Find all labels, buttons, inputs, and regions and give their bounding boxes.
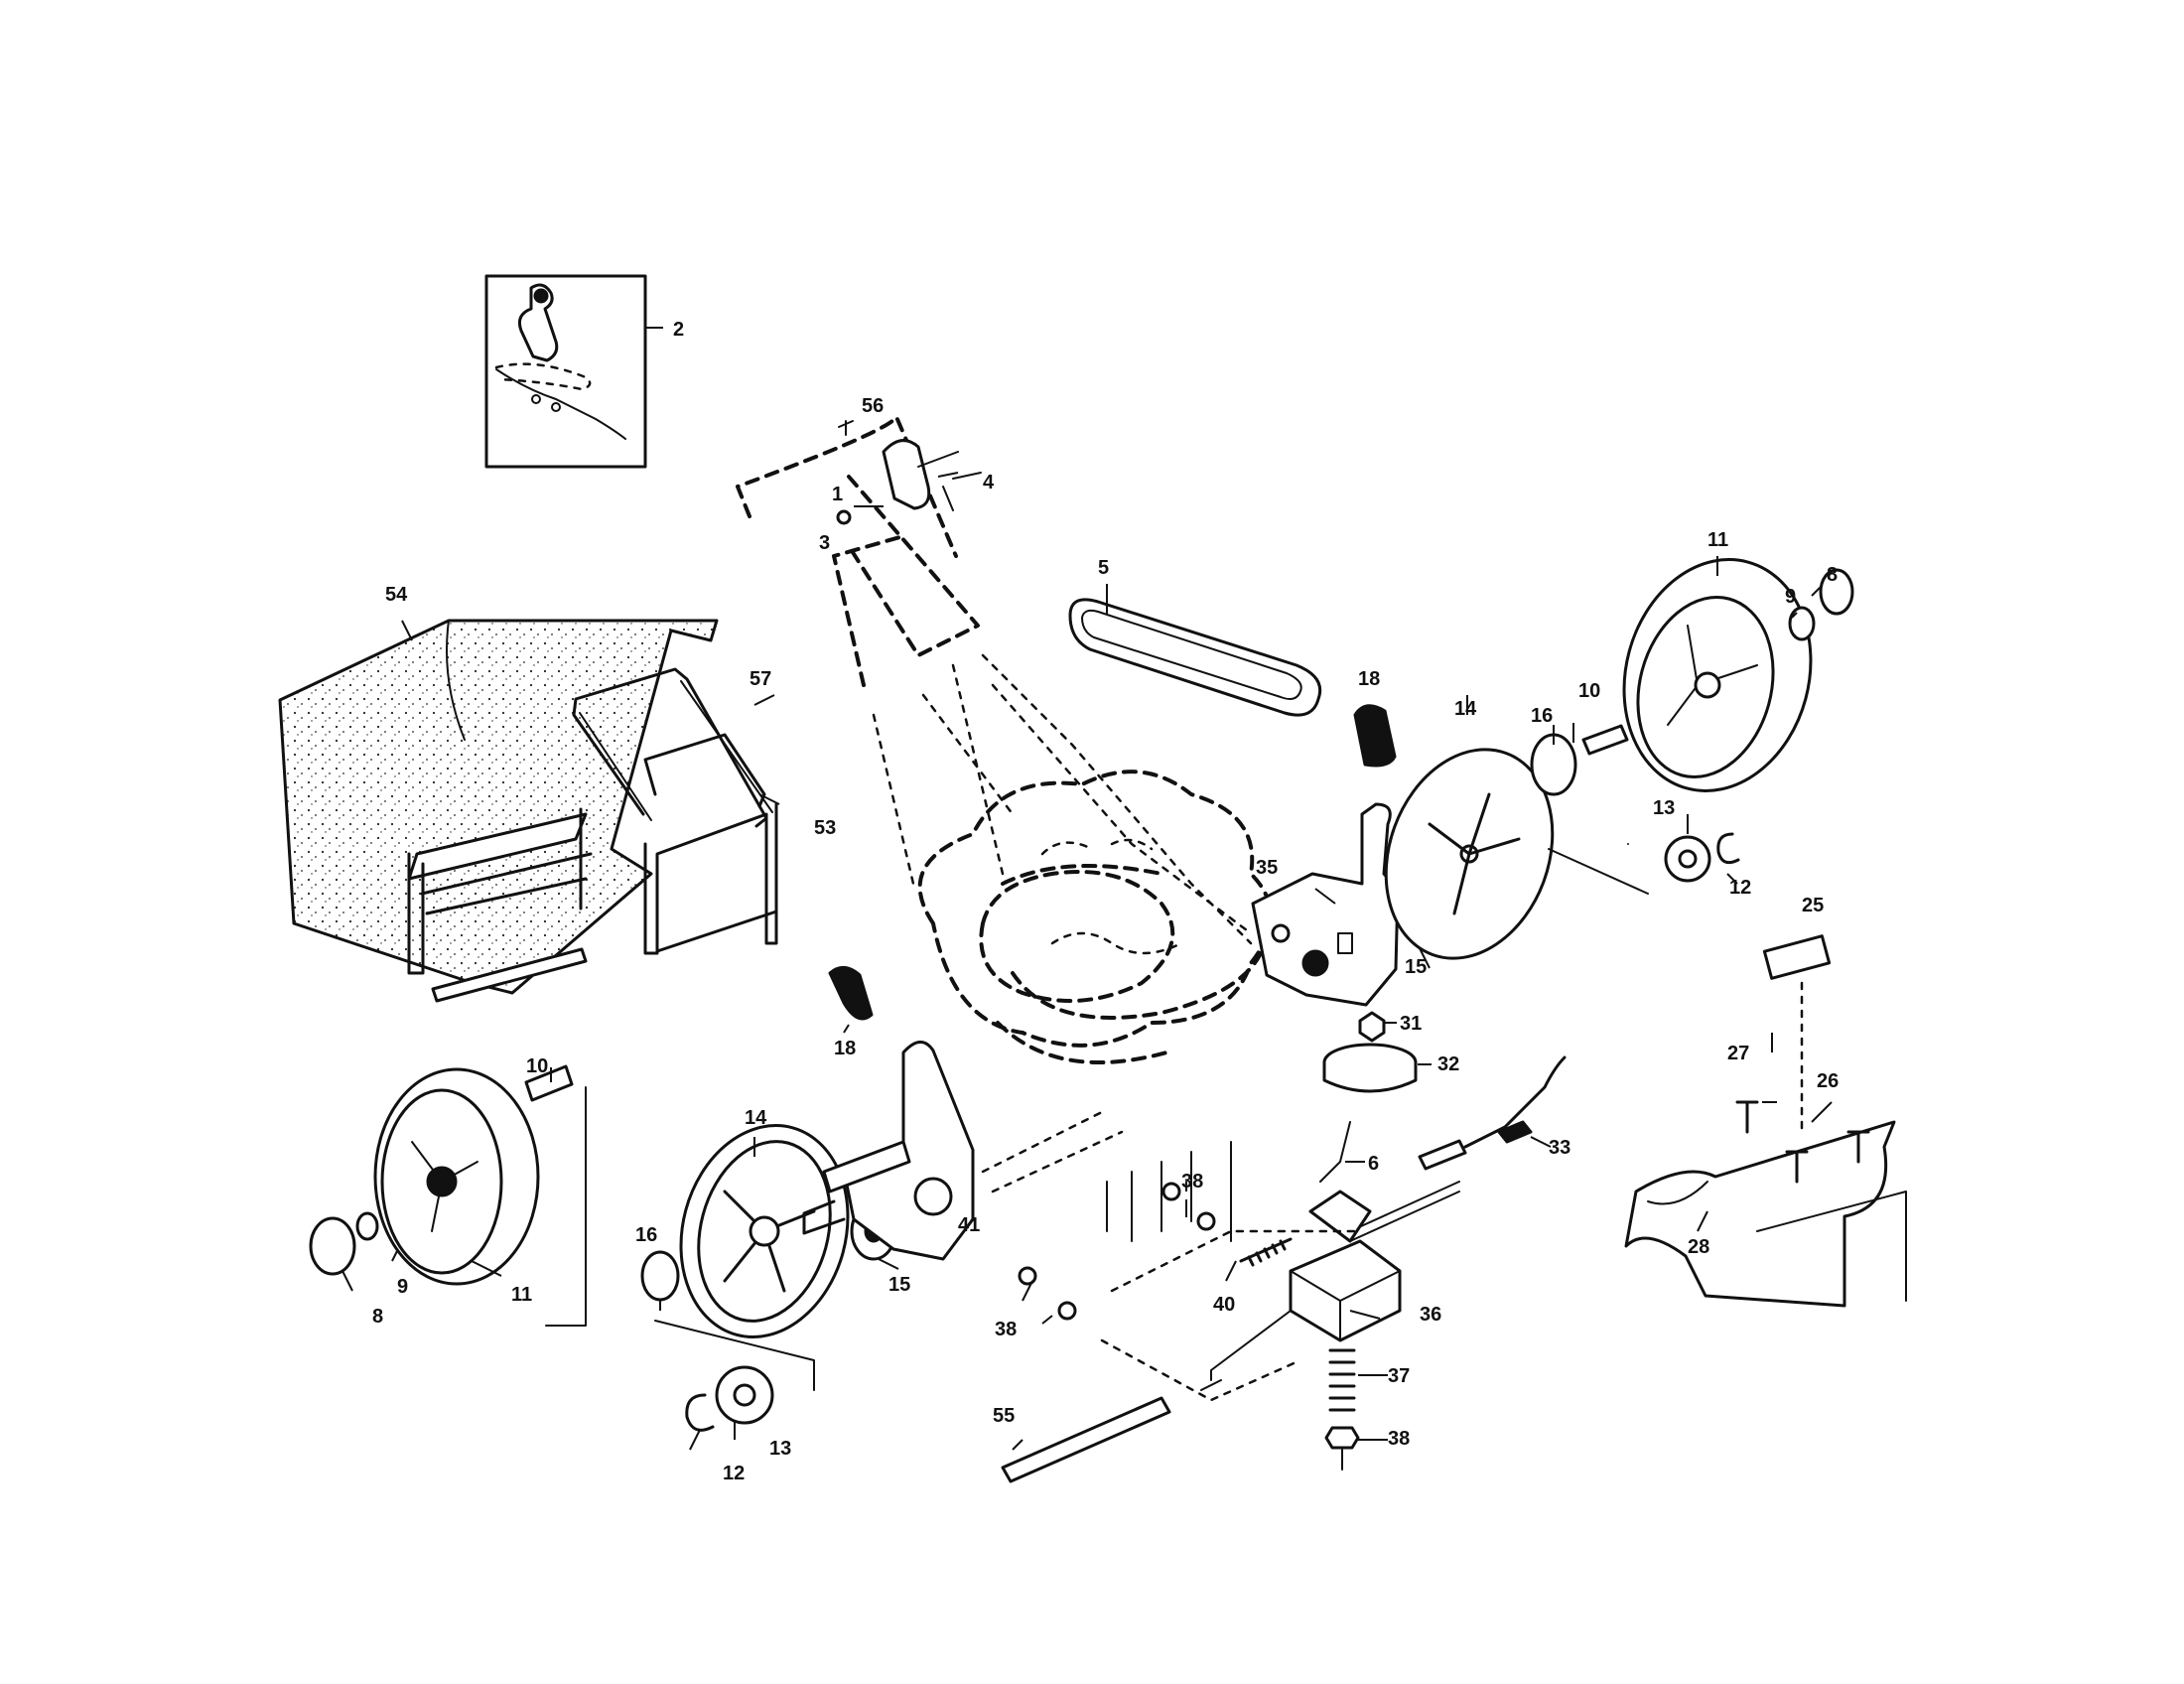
part-5-drive-belt — [1068, 598, 1322, 717]
callout-12-right: 12 — [1729, 877, 1751, 899]
part-55-rear-axle — [1001, 1396, 1171, 1483]
callout-3: 3 — [819, 532, 830, 554]
callout-11-left: 11 — [511, 1284, 532, 1306]
callout-15-left: 15 — [888, 1274, 910, 1296]
part-6-screw — [1319, 1121, 1351, 1183]
part-27-screw — [1735, 1100, 1759, 1134]
part-12-clip-right — [1716, 832, 1740, 865]
part-38-nut-bottom — [1324, 1426, 1360, 1450]
part-8-cap-right — [1819, 568, 1854, 616]
callout-31: 31 — [1400, 1013, 1422, 1035]
part-32-pulley — [1322, 1043, 1418, 1093]
callout-33: 33 — [1549, 1137, 1570, 1159]
part-13-pinion-left — [715, 1365, 774, 1425]
part-4-screw-icon — [952, 472, 982, 480]
callout-38-center: 38 — [1181, 1171, 1203, 1193]
callout-28: 28 — [1688, 1236, 1709, 1258]
callout-6: 6 — [1368, 1153, 1379, 1175]
callout-1: 1 — [832, 484, 843, 505]
callout-41: 41 — [958, 1214, 980, 1236]
part-41-gear-case-left — [802, 1041, 1124, 1261]
part-53-bag-frame-lower — [643, 733, 778, 955]
part-11-wheel-left — [373, 1067, 540, 1286]
part-16-hubcap-left — [640, 1250, 680, 1302]
part-37-spring — [1328, 1348, 1356, 1412]
handle-assembly-dashed — [736, 415, 1253, 945]
callout-38-bottom: 38 — [1388, 1428, 1410, 1450]
callout-4: 4 — [983, 472, 995, 493]
part-33-cable — [1418, 1055, 1567, 1171]
part-38-nut-left — [1018, 1266, 1077, 1321]
callout-26: 26 — [1817, 1070, 1839, 1092]
part-26-screws — [1785, 1130, 1870, 1184]
callout-16-right: 16 — [1531, 705, 1553, 727]
part-8-cap-left — [309, 1216, 356, 1276]
part-28-discharge-chute — [1624, 1120, 1907, 1308]
leader-lines — [341, 327, 1833, 1451]
callout-40: 40 — [1213, 1294, 1235, 1316]
part-9-nut-left — [355, 1211, 379, 1241]
part-10-bushing-right — [1581, 724, 1629, 756]
part-3-nut-icon — [836, 509, 852, 525]
callout-25: 25 — [1802, 895, 1824, 916]
callout-36: 36 — [1420, 1304, 1441, 1326]
callout-18-left: 18 — [834, 1038, 856, 1059]
callout-35: 35 — [1256, 857, 1278, 879]
part-2-control-kit-inset — [484, 274, 647, 469]
callout-13-left: 13 — [769, 1438, 791, 1460]
part-11-wheel-right — [1622, 558, 1813, 792]
callout-10-right: 10 — [1578, 680, 1600, 702]
callout-37: 37 — [1388, 1365, 1410, 1387]
callout-57: 57 — [750, 668, 771, 690]
callout-38-left: 38 — [995, 1319, 1017, 1340]
part-18-grip-right — [1353, 704, 1397, 768]
callout-5: 5 — [1098, 557, 1109, 579]
callout-11-right: 11 — [1707, 529, 1728, 551]
callout-27: 27 — [1727, 1043, 1749, 1064]
part-14-wheel-disc-right — [1384, 748, 1555, 960]
callout-56: 56 — [862, 395, 884, 417]
callout-32: 32 — [1437, 1053, 1459, 1075]
callout-54: 54 — [385, 584, 408, 606]
callout-10-left: 10 — [526, 1055, 548, 1077]
part-25-label — [1762, 934, 1832, 980]
callout-53: 53 — [814, 817, 836, 839]
part-18-grip-left — [828, 966, 874, 1021]
part-14-wheel-disc-left — [679, 1124, 850, 1338]
callout-16-left: 16 — [635, 1224, 657, 1246]
callout-12-left: 12 — [723, 1463, 745, 1484]
callout-18-right: 18 — [1358, 668, 1380, 690]
callout-8-right: 8 — [1827, 564, 1838, 586]
part-54-grass-catcher-bag — [278, 619, 719, 1003]
callout-15-right: 15 — [1405, 956, 1427, 978]
callout-14-left: 14 — [745, 1107, 767, 1129]
part-40-spring — [1239, 1237, 1293, 1267]
part-12-clip-left — [685, 1393, 715, 1432]
callout-2: 2 — [673, 319, 684, 341]
callout-55: 55 — [993, 1405, 1015, 1427]
callout-13-right: 13 — [1653, 797, 1675, 819]
part-56-screw-icon — [838, 420, 854, 436]
part-9-nut-right — [1788, 606, 1816, 641]
part-38-nut-center — [1161, 1182, 1216, 1231]
callout-9-right: 9 — [1785, 586, 1796, 608]
part-31-nut — [1358, 1011, 1386, 1043]
callout-8-left: 8 — [372, 1306, 383, 1328]
callout-9-left: 9 — [397, 1276, 408, 1298]
part-36-transmission — [1200, 1181, 1460, 1391]
part-13-pinion-right — [1664, 835, 1711, 883]
engine-deck-dashed-outline — [917, 770, 1273, 1064]
callout-labels: 2 56 1 4 3 5 54 57 53 18 14 16 10 11 9 8… — [372, 319, 1839, 1484]
callout-14-right: 14 — [1454, 698, 1477, 720]
part-10-bushing-left — [524, 1064, 574, 1102]
